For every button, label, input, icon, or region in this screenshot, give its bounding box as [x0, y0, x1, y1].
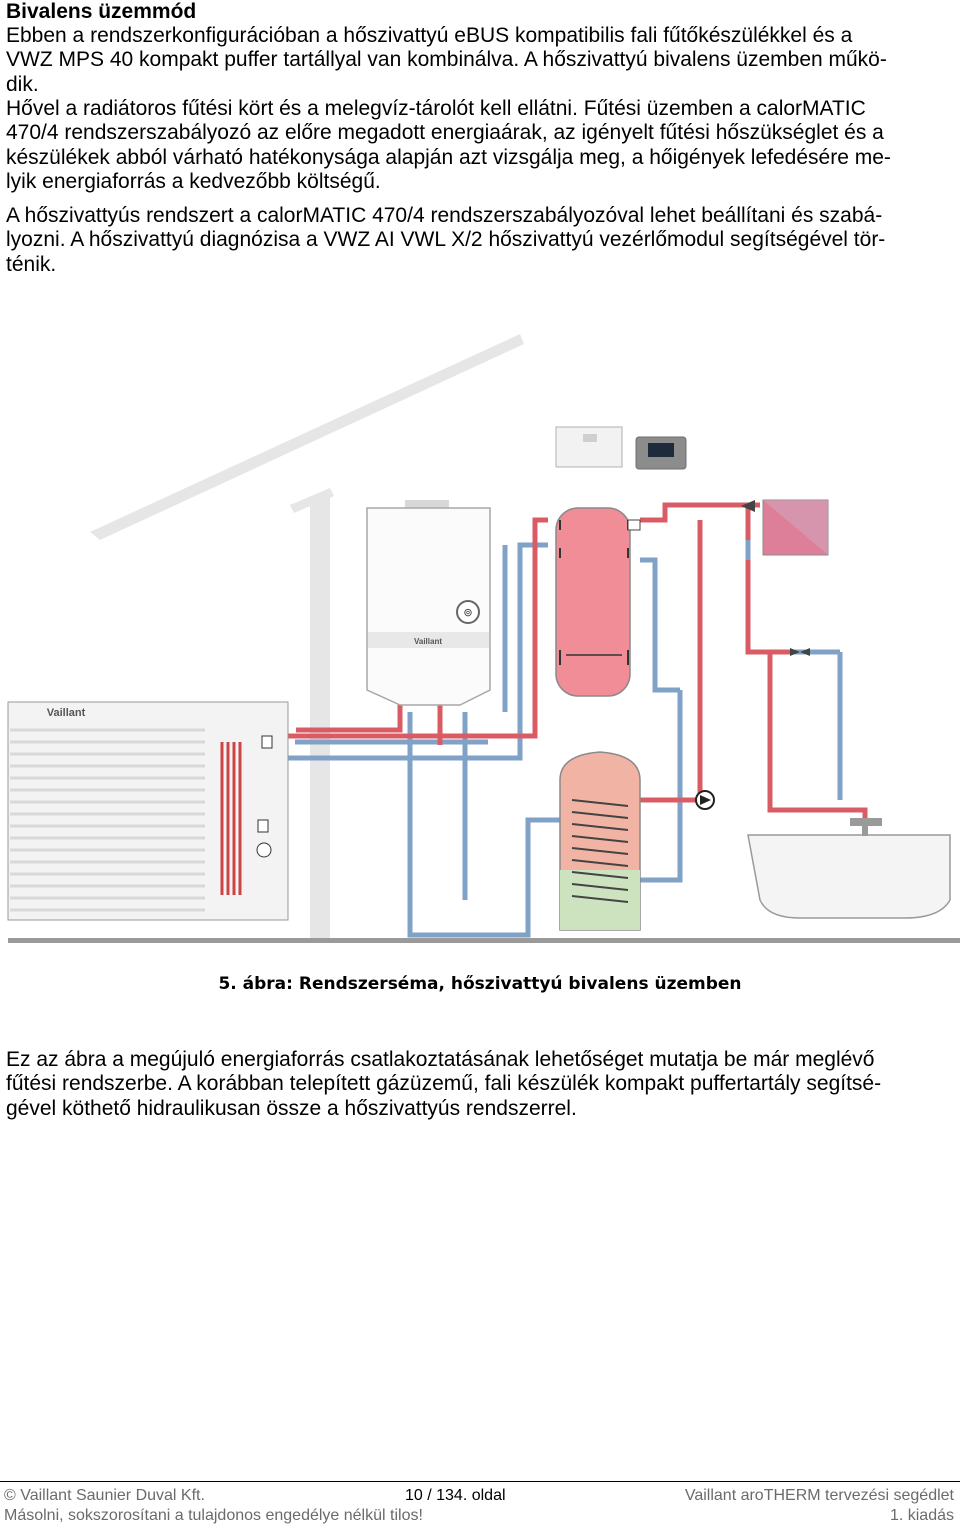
text-line: ténik.: [6, 252, 57, 276]
text-line: A hőszivattyús rendszert a calorMATIC 47…: [6, 204, 883, 227]
text-line: 470/4 rendszerszabályozó az előre megado…: [6, 121, 884, 145]
text-line: Ebben a rendszerkonfigurációban a hősziv…: [6, 24, 853, 47]
text-line: Ez az ábra a megújuló energiaforrás csat…: [6, 1048, 875, 1071]
footer-edition: 1. kiadás: [889, 1507, 954, 1524]
body-paragraph-2: A hőszivattyús rendszert a calorMATIC 47…: [6, 204, 954, 277]
section-heading: Bivalens üzemmód: [6, 0, 197, 23]
text-line: dik.: [6, 72, 39, 96]
floor-line: [8, 938, 960, 943]
body-paragraph-1: Hővel a radiátoros fűtési kört és a mele…: [6, 97, 954, 195]
text-line: VWZ MPS 40 kompakt puffer tartállyal van…: [6, 48, 887, 72]
footer-company: © Vaillant Saunier Duval Kft.: [4, 1487, 205, 1504]
bathtub: [747, 818, 951, 919]
heat-pump-outdoor-unit: Vaillant: [7, 701, 289, 921]
figure-explanation-paragraph: Ez az ábra a megújuló energiaforrás csat…: [6, 1048, 954, 1121]
circulation-pump: [695, 790, 715, 810]
pipes-cold: [268, 520, 843, 938]
buffer-tank: [555, 507, 641, 697]
text-line: lyik energiaforrás a kedvezőbb költségű.: [6, 170, 381, 194]
text-line: Hővel a radiátoros fűtési kört és a mele…: [6, 97, 866, 120]
heatpump-brand-label: Vaillant: [47, 707, 86, 719]
controller-module: [555, 426, 623, 468]
footer-page-number: 10 / 134. oldal: [405, 1487, 506, 1504]
figure-caption: 5. ábra: Rendszerséma, hőszivattyú bival…: [218, 974, 742, 994]
text-line: fűtési rendszerbe. A korábban telepített…: [6, 1072, 882, 1096]
text-line: készülékek abból várható hatékonysága al…: [6, 145, 891, 169]
gas-icon: ⊚: [463, 606, 472, 619]
house-outline: [90, 334, 524, 940]
system-schematic: Vaillant ⊚: [7, 334, 960, 943]
text-line: lyozni. A hőszivattyú diagnózisa a VWZ A…: [6, 228, 886, 252]
intro-paragraph: Ebben a rendszerkonfigurációban a hősziv…: [6, 24, 954, 97]
boiler-brand-label: Vaillant: [414, 637, 442, 646]
hot-water-cylinder: [559, 751, 641, 931]
wall-gas-boiler: Vaillant ⊚: [366, 500, 491, 706]
radiator: [741, 499, 829, 656]
footer-copyright-note: Másolni, sokszorosítani a tulajdonos eng…: [4, 1507, 423, 1524]
calormatic-controller: [635, 436, 687, 470]
footer-document-title: Vaillant aroTHERM tervezési segédlet: [684, 1487, 954, 1504]
text-line: gével köthető hidraulikusan össze a hősz…: [6, 1096, 577, 1120]
page-footer: © Vaillant Saunier Duval Kft. 10 / 134. …: [0, 1481, 960, 1527]
